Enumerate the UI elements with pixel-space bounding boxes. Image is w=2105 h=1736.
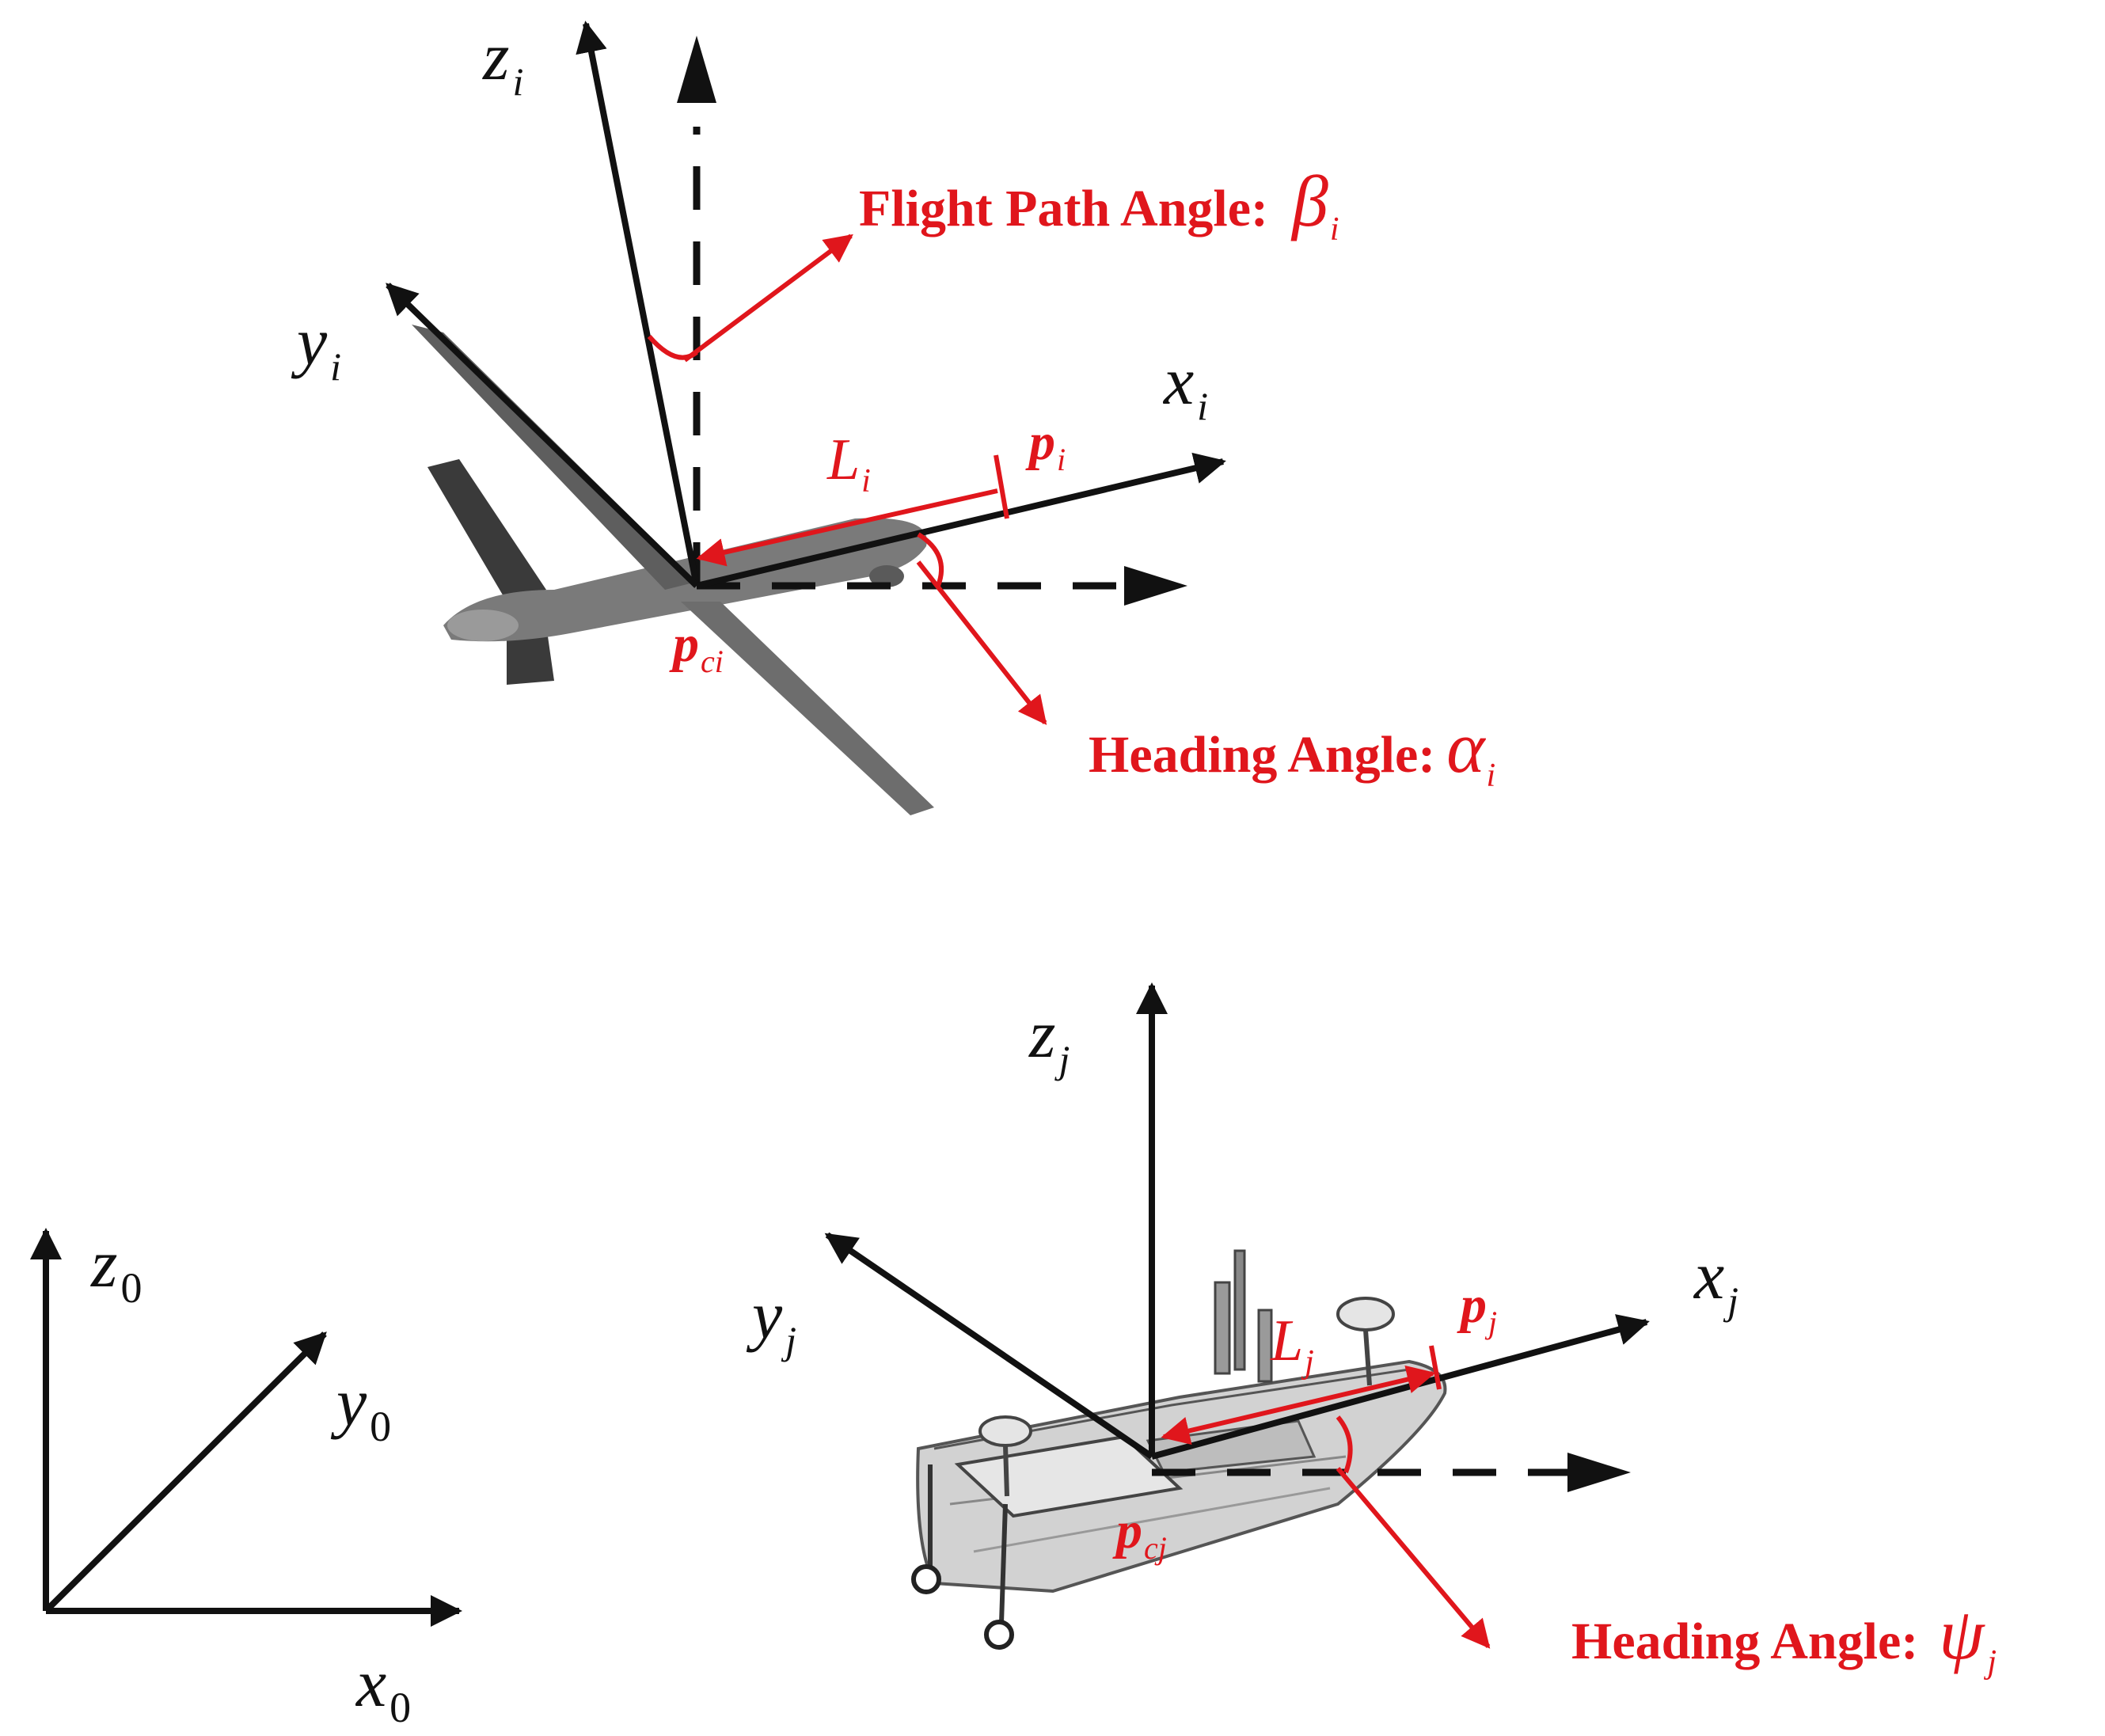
usv-length-tick <box>1429 1345 1442 1390</box>
uav-z-axis <box>576 21 700 587</box>
usv-point-label: pj <box>1457 1276 1497 1340</box>
uav-flight-path-angle-label: Flight Path Angle:βi <box>859 161 1339 248</box>
uav-x-axis <box>696 452 1226 589</box>
uav-centroid-label: pci <box>669 615 724 679</box>
usv-y-axis <box>824 1232 1154 1460</box>
uav-point-label: pi <box>1025 413 1066 477</box>
uav-y-axis <box>386 283 699 588</box>
usv-length-label: Lj <box>1270 1309 1314 1381</box>
uav-length-label: Li <box>826 427 871 500</box>
usv-y-label: yj <box>746 1277 796 1362</box>
uav-length-arrow <box>696 488 998 567</box>
usv-centroid-label: pcj <box>1112 1502 1167 1566</box>
inertial-y-axis <box>44 1331 327 1613</box>
uav-heading-arc <box>917 532 944 587</box>
usv-z-label: zj <box>1028 996 1070 1081</box>
inertial-z-label: z0 <box>90 1225 142 1312</box>
uav-x-label: xi <box>1162 343 1208 428</box>
inertial-y-label: y0 <box>330 1364 391 1450</box>
uav-flight-path-pointer <box>683 234 853 363</box>
usv-length-arrow <box>1161 1365 1436 1445</box>
uav-y-label: yi <box>291 303 341 389</box>
uav-heading-angle-label: Heading Angle:αi <box>1089 707 1495 794</box>
usv-x-label: xj <box>1693 1237 1738 1323</box>
uav-drone-icon <box>412 325 934 815</box>
uav-z-label: zi <box>482 18 523 104</box>
inertial-x-label: x0 <box>355 1645 411 1731</box>
usv-heading-pointer <box>1336 1467 1491 1649</box>
uav-length-tick <box>994 454 1009 519</box>
uav-heading-pointer <box>916 560 1047 725</box>
usv-heading-arc <box>1336 1415 1353 1474</box>
usv-heading-angle-label: Heading Angle:ψj <box>1571 1594 1997 1681</box>
